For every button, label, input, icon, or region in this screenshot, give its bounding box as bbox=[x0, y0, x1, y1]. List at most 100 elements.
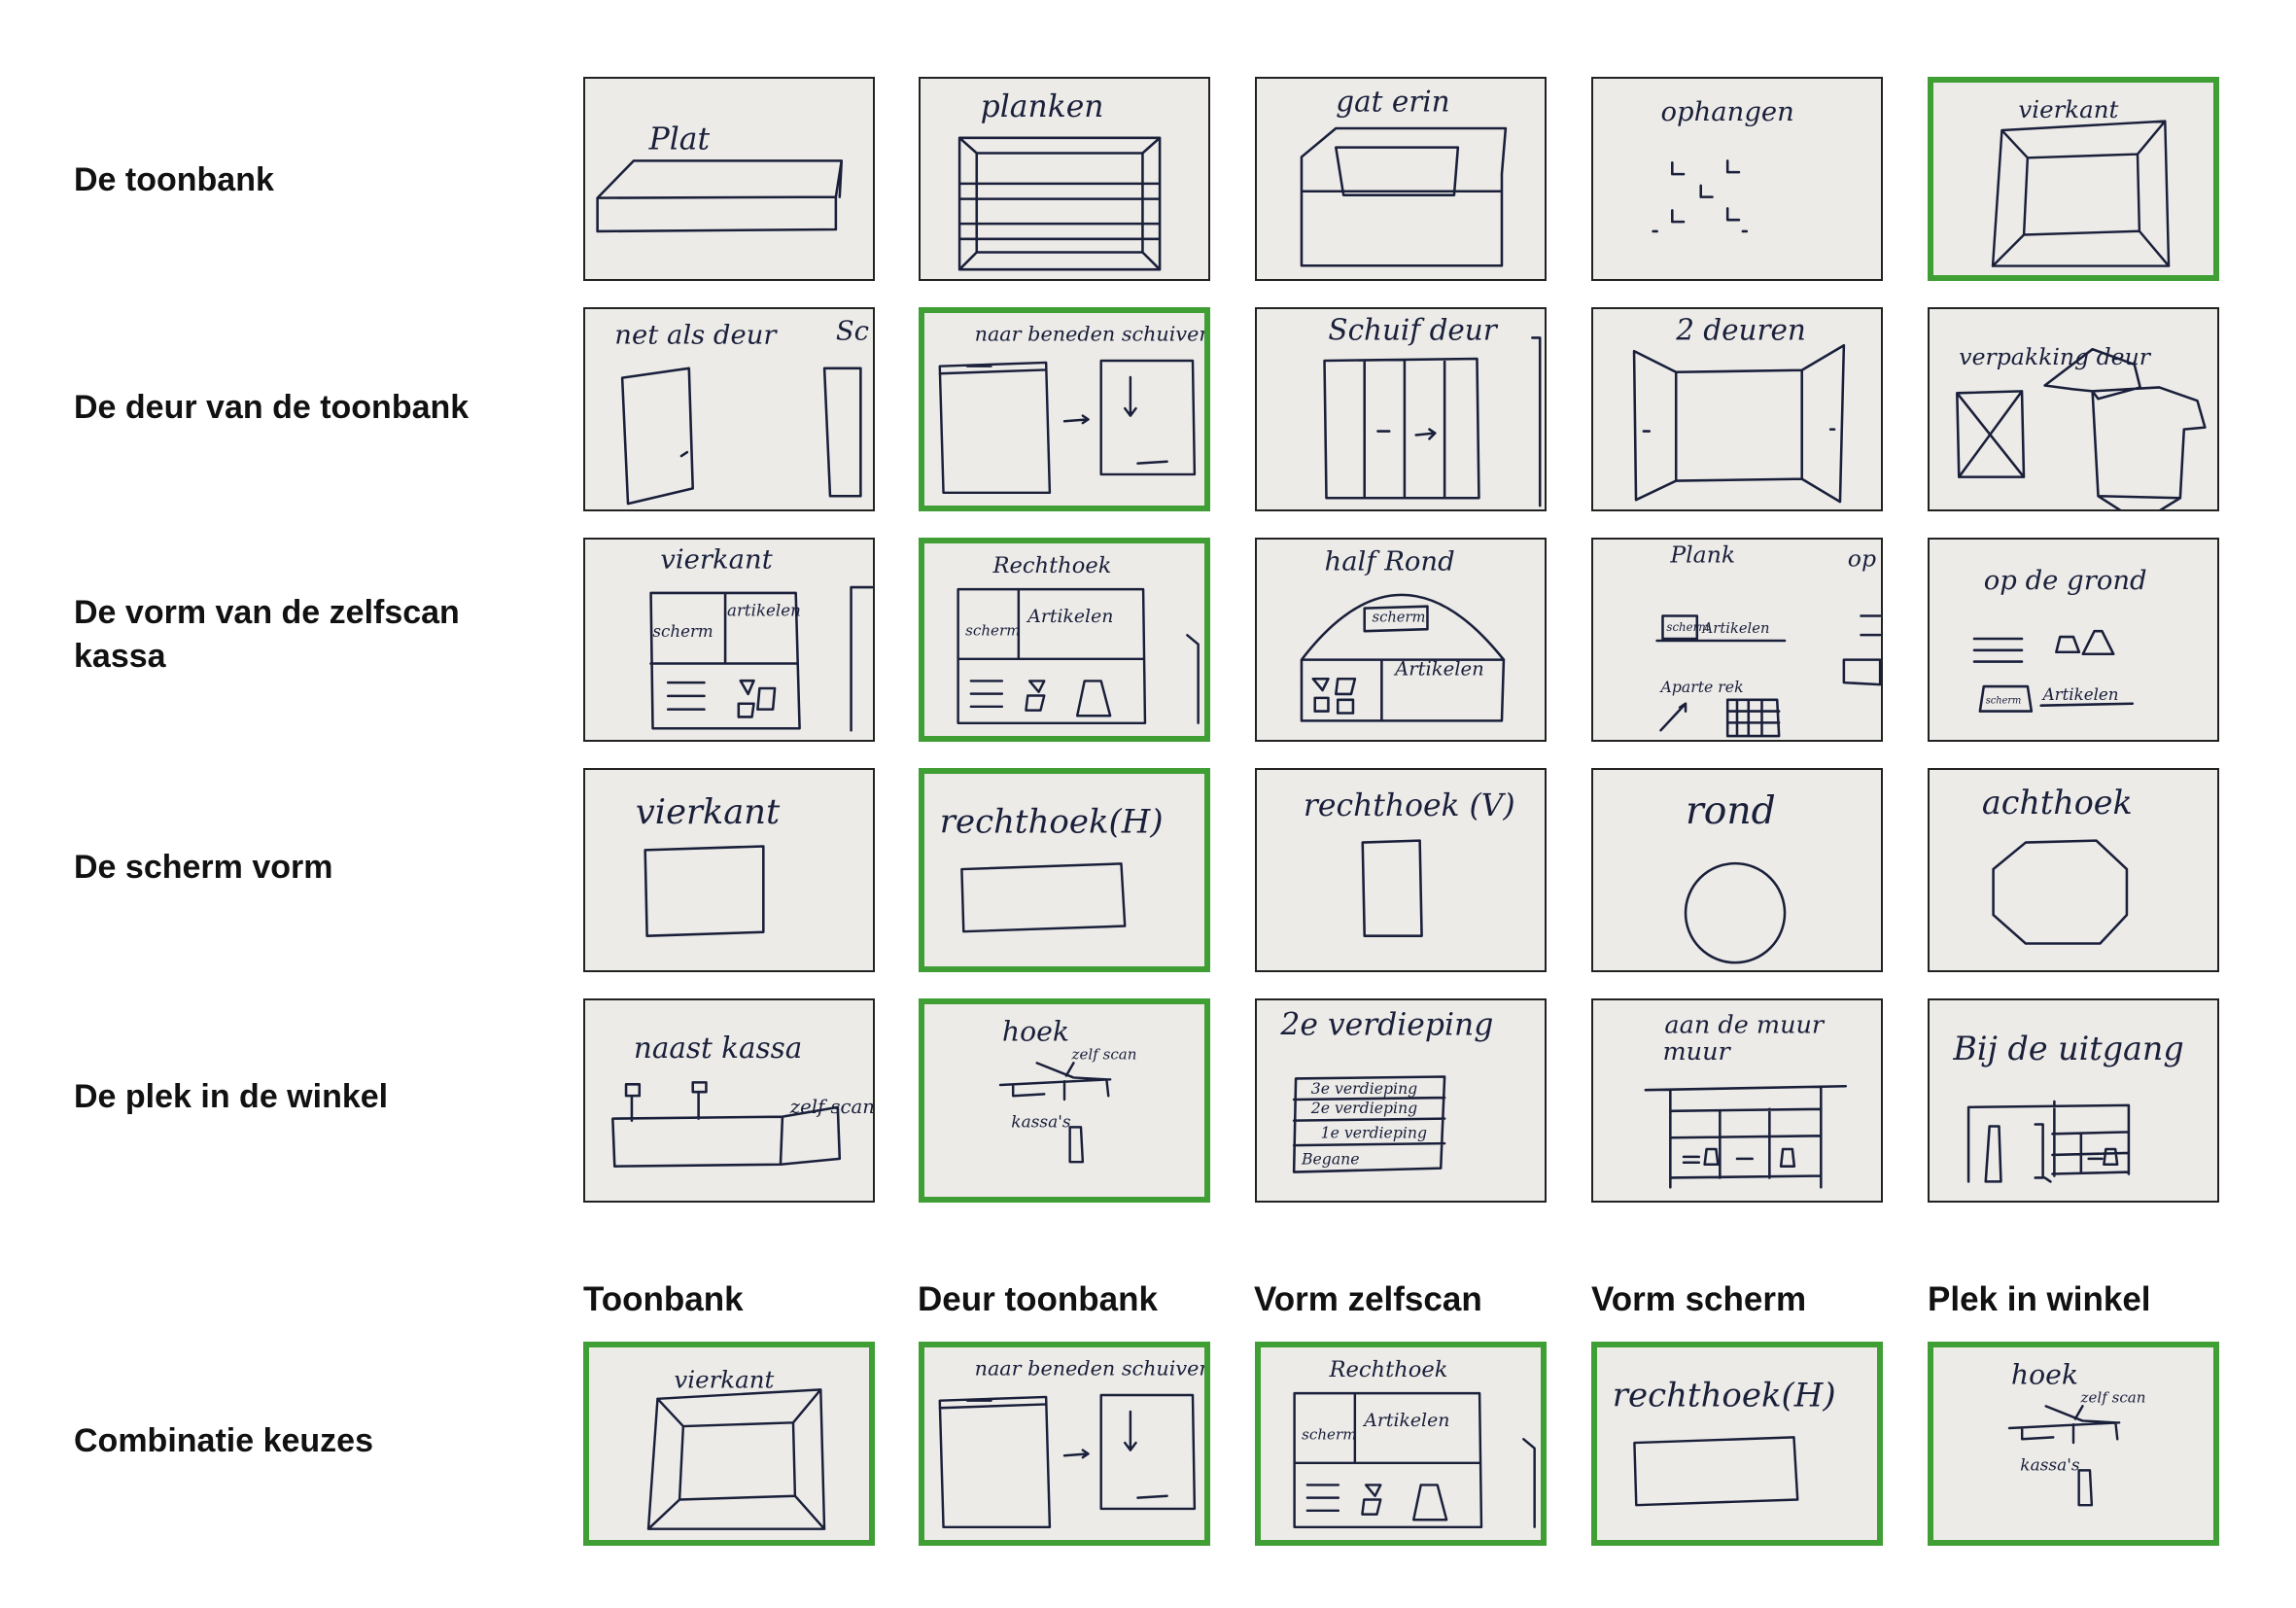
svg-text:2e verdieping: 2e verdieping bbox=[1310, 1099, 1417, 1117]
sketch-card-plek-bij-de-uitgang[interactable]: Bij de uitgang bbox=[1928, 998, 2219, 1203]
svg-text:2 deuren: 2 deuren bbox=[1675, 313, 1806, 346]
svg-text:rechthoek(H): rechthoek(H) bbox=[940, 802, 1164, 841]
svg-text:1e verdieping: 1e verdieping bbox=[1321, 1123, 1427, 1141]
svg-text:achthoek: achthoek bbox=[1982, 784, 2133, 821]
svg-text:gat erin: gat erin bbox=[1336, 85, 1449, 118]
sketch-card-scherm-rond[interactable]: rond bbox=[1591, 768, 1883, 972]
row-label-plek: De plek in de winkel bbox=[74, 1075, 388, 1119]
col-label-vorm-scherm: Vorm scherm bbox=[1591, 1280, 1806, 1319]
sketch-card-vorm-half-rond[interactable]: half Rond scherm Artikelen bbox=[1255, 538, 1547, 742]
sketch-card-plek-2e-verdieping[interactable]: 2e verdieping 3e verdieping 2e verdiepin… bbox=[1255, 998, 1547, 1203]
sketch-shelf-kiosk: Plank op scherm Artikelen Aparte rek bbox=[1593, 540, 1881, 740]
svg-text:scherm: scherm bbox=[965, 621, 1020, 639]
sketch-card-plek-hoek[interactable]: hoek zelf scan kassa's bbox=[919, 998, 1210, 1203]
svg-text:naar beneden schuiven: naar beneden schuiven bbox=[975, 1356, 1204, 1380]
svg-text:Begane: Begane bbox=[1301, 1150, 1360, 1169]
combo-card-vorm-scherm[interactable]: rechthoek(H) bbox=[1591, 1342, 1883, 1546]
svg-text:naast kassa: naast kassa bbox=[634, 1031, 802, 1065]
svg-text:scherm: scherm bbox=[1302, 1425, 1356, 1443]
col-label-deur-toonbank: Deur toonbank bbox=[918, 1280, 1158, 1319]
col-label-toonbank: Toonbank bbox=[583, 1280, 744, 1319]
sketch-card-scherm-rechthoek-h[interactable]: rechthoek(H) bbox=[919, 768, 1210, 972]
combo-card-plek-in-winkel[interactable]: hoek zelf scan kassa's bbox=[1928, 1342, 2219, 1546]
row-label-scherm-vorm: De scherm vorm bbox=[74, 846, 332, 890]
svg-text:op de grond: op de grond bbox=[1984, 566, 2147, 596]
sketch-hole-counter: gat erin bbox=[1257, 79, 1545, 279]
row-label-vorm-zelfscan: De vorm van de zelfscan kassa bbox=[74, 591, 521, 679]
svg-text:3e verdieping: 3e verdieping bbox=[1311, 1079, 1417, 1098]
sketch-shelf-counter: planken bbox=[921, 79, 1208, 279]
svg-text:rechthoek (V): rechthoek (V) bbox=[1304, 788, 1515, 823]
sketch-card-scherm-rechthoek-v[interactable]: rechthoek (V) bbox=[1255, 768, 1547, 972]
sketch-card-scherm-achthoek[interactable]: achthoek bbox=[1928, 768, 2219, 972]
svg-text:Bij de uitgang: Bij de uitgang bbox=[1952, 1030, 2183, 1067]
sketch-rectangle-kiosk: Rechthoek scherm Artikelen bbox=[924, 543, 1204, 736]
sketch-card-deur-net-als-deur[interactable]: net als deur Sc bbox=[583, 307, 875, 511]
svg-text:op: op bbox=[1848, 544, 1876, 572]
combo-card-vorm-zelfscan[interactable]: Rechthoek scherm Artikelen bbox=[1255, 1342, 1547, 1546]
sketch-vertical-rectangle-screen: rechthoek (V) bbox=[1257, 770, 1545, 970]
sketch-corner-location: hoek zelf scan kassa's bbox=[924, 1004, 1204, 1197]
sketch-slide-down-door: naar beneden schuiven bbox=[924, 313, 1204, 506]
svg-text:kassa's: kassa's bbox=[2020, 1455, 2080, 1475]
combo-sketch-slide-down-door: naar beneden schuiven bbox=[924, 1347, 1204, 1540]
sketch-card-toonbank-vierkant[interactable]: vierkant bbox=[1928, 77, 2219, 281]
svg-text:Schuif deur: Schuif deur bbox=[1328, 313, 1498, 346]
svg-text:hoek: hoek bbox=[2011, 1359, 2078, 1391]
sketch-card-plek-naast-kassa[interactable]: naast kassa zelf scan bbox=[583, 998, 875, 1203]
sketch-card-vorm-op-de-grond[interactable]: op de grond scherm Artikelen bbox=[1928, 538, 2219, 742]
svg-text:Rechthoek: Rechthoek bbox=[991, 553, 1111, 578]
svg-text:scherm: scherm bbox=[1373, 609, 1426, 625]
sketch-half-round-kiosk: half Rond scherm Artikelen bbox=[1257, 540, 1545, 740]
sketch-card-deur-2-deuren[interactable]: 2 deuren bbox=[1591, 307, 1883, 511]
svg-text:Artikelen: Artikelen bbox=[1026, 607, 1113, 627]
combo-sketch-square-counter: vierkant bbox=[589, 1347, 869, 1540]
sketch-card-vorm-plank[interactable]: Plank op scherm Artikelen Aparte rek bbox=[1591, 538, 1883, 742]
svg-text:hoek: hoek bbox=[1002, 1016, 1069, 1048]
sketch-card-toonbank-ophangen[interactable]: ophangen bbox=[1591, 77, 1883, 281]
svg-text:rond: rond bbox=[1686, 789, 1776, 833]
sketch-card-deur-schuif[interactable]: Schuif deur bbox=[1255, 307, 1547, 511]
svg-text:planken: planken bbox=[981, 89, 1104, 124]
row-label-deur: De deur van de toonbank bbox=[74, 386, 469, 430]
svg-text:naar beneden schuiven: naar beneden schuiven bbox=[975, 322, 1204, 345]
svg-text:vierkant: vierkant bbox=[636, 792, 781, 832]
sketch-regular-door: net als deur Sc bbox=[585, 309, 873, 509]
sketch-card-deur-verpakking[interactable]: verpakking deur bbox=[1928, 307, 2219, 511]
svg-text:verpakking deur: verpakking deur bbox=[1959, 343, 2151, 370]
svg-text:Artikelen: Artikelen bbox=[1362, 1411, 1449, 1431]
sketch-card-deur-naar-beneden[interactable]: naar beneden schuiven bbox=[919, 307, 1210, 511]
combo-card-deur-toonbank[interactable]: naar beneden schuiven bbox=[919, 1342, 1210, 1546]
svg-text:Aparte rek: Aparte rek bbox=[1659, 678, 1744, 696]
sketch-floors-location: 2e verdieping 3e verdieping 2e verdiepin… bbox=[1257, 1000, 1545, 1201]
combo-card-toonbank[interactable]: vierkant bbox=[583, 1342, 875, 1546]
svg-text:Artikelen: Artikelen bbox=[2041, 685, 2119, 704]
sketch-flat-counter: Plat bbox=[585, 79, 873, 279]
combo-sketch-horizontal-rectangle-screen: rechthoek(H) bbox=[1597, 1347, 1877, 1540]
combo-sketch-corner-location: hoek zelf scan kassa's bbox=[1933, 1347, 2213, 1540]
svg-text:kassa's: kassa's bbox=[1011, 1112, 1071, 1132]
row-label-combinatie: Combinatie keuzes bbox=[74, 1419, 373, 1463]
svg-text:artikelen: artikelen bbox=[727, 601, 801, 619]
sketch-horizontal-rectangle-screen: rechthoek(H) bbox=[924, 774, 1204, 966]
sketch-card-plek-aan-de-muur[interactable]: aan de muur muur bbox=[1591, 998, 1883, 1203]
sketch-card-toonbank-planken[interactable]: planken bbox=[919, 77, 1210, 281]
sketch-octagon-screen: achthoek bbox=[1930, 770, 2217, 970]
sketch-card-scherm-vierkant[interactable]: vierkant bbox=[583, 768, 875, 972]
svg-text:muur: muur bbox=[1662, 1037, 1731, 1066]
svg-text:rechthoek(H): rechthoek(H) bbox=[1613, 1376, 1836, 1415]
svg-text:Plank: Plank bbox=[1669, 542, 1735, 569]
col-label-plek-in-winkel: Plek in winkel bbox=[1928, 1280, 2151, 1319]
svg-text:zelf scan: zelf scan bbox=[2080, 1389, 2146, 1407]
sketch-card-vorm-rechthoek[interactable]: Rechthoek scherm Artikelen bbox=[919, 538, 1210, 742]
sketch-card-vorm-vierkant[interactable]: vierkant scherm artikelen bbox=[583, 538, 875, 742]
sketch-next-to-checkout: naast kassa zelf scan bbox=[585, 1000, 873, 1201]
row-label-toonbank: De toonbank bbox=[74, 158, 274, 202]
sketch-round-screen: rond bbox=[1593, 770, 1881, 970]
svg-text:net als deur: net als deur bbox=[614, 320, 778, 350]
svg-text:ophangen: ophangen bbox=[1661, 97, 1794, 127]
svg-text:2e verdieping: 2e verdieping bbox=[1279, 1007, 1493, 1042]
sketch-card-toonbank-plat[interactable]: Plat bbox=[583, 77, 875, 281]
svg-text:vierkant: vierkant bbox=[660, 544, 773, 575]
sketch-card-toonbank-gat-erin[interactable]: gat erin bbox=[1255, 77, 1547, 281]
